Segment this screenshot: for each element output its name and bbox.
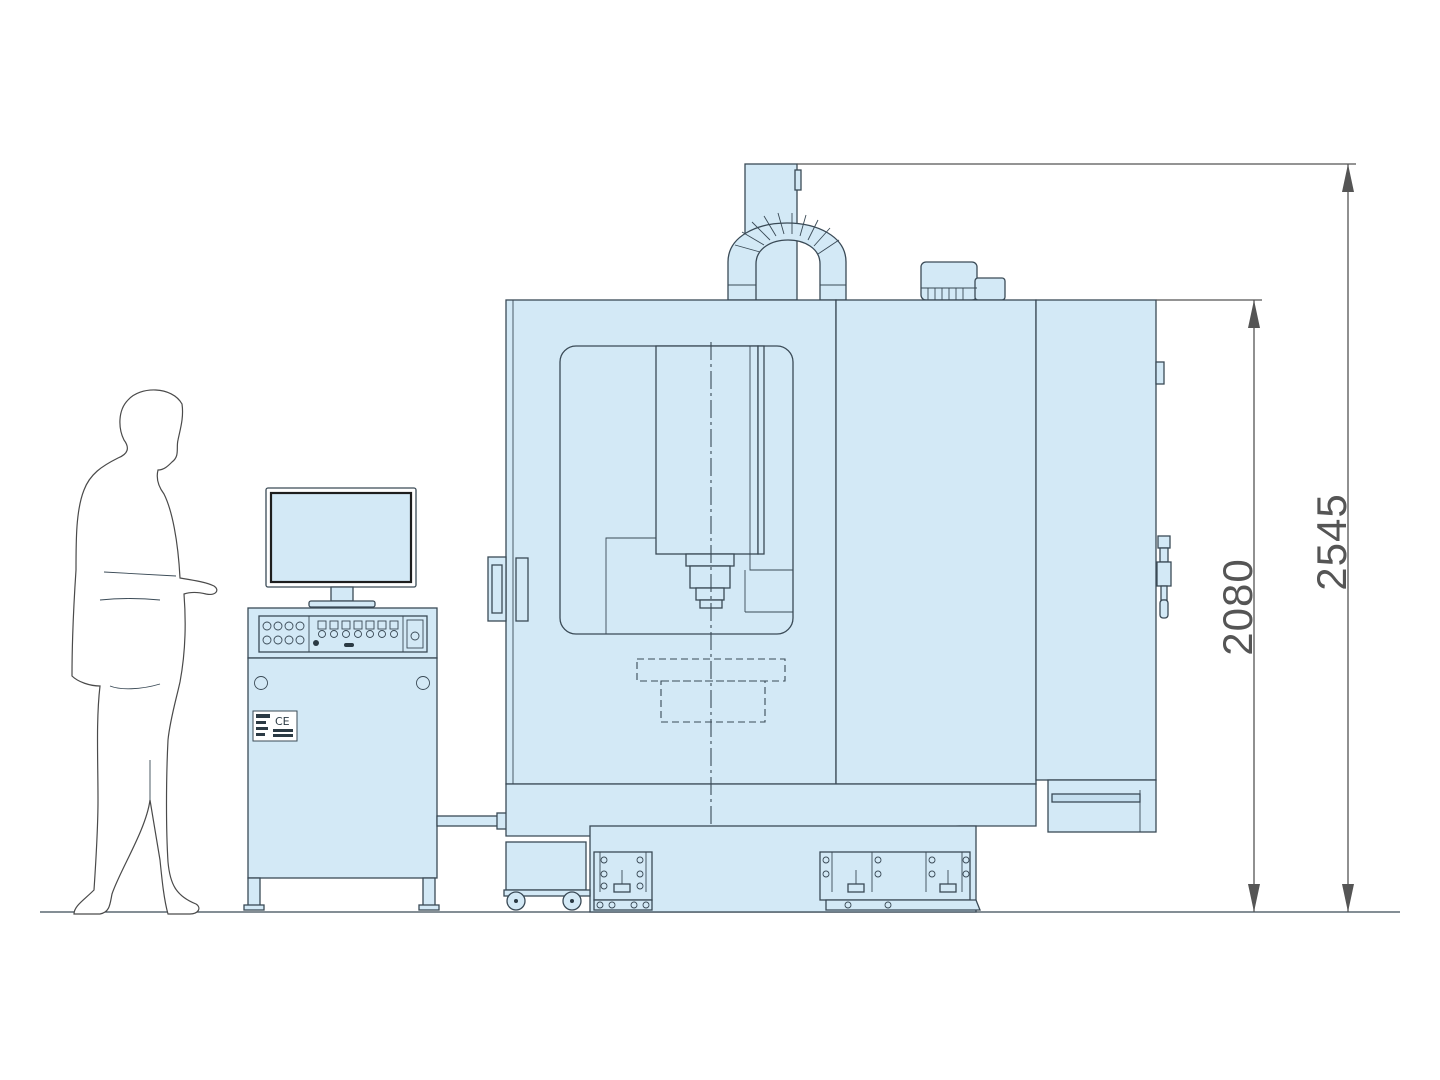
dimension-cabinet-height: 2080 [1214,558,1261,655]
cable-conduit [436,815,500,827]
coolant-tank-cart [503,841,591,911]
console-leg-right [422,877,436,909]
leveling-bracket-left [593,851,653,911]
air-regulator [1156,535,1172,619]
spindle-head [655,345,759,555]
console-buttons [262,619,424,649]
console-lock-left [254,676,268,690]
console-leg-left [247,877,261,909]
dimension-overall: 2545 [797,163,1356,912]
rating-plate: CE [252,710,298,742]
operator-figure-icon [71,389,218,915]
dimension-cabinet: 2080 [1156,299,1262,912]
console-lock-right [416,676,430,690]
console-control-panel [258,615,428,653]
console-cabinet [247,657,438,879]
monitor-screen [269,491,413,584]
ce-mark: CE [275,715,290,728]
control-console: CE [243,487,440,911]
side-switch [1155,361,1165,385]
monitor-foot [308,600,376,608]
dimension-overall-height: 2545 [1308,493,1355,590]
rear-lower-box [1047,779,1157,833]
door-handle-bar [515,557,529,622]
cable-chain [727,222,847,301]
machining-center [487,163,1172,913]
top-motor [920,261,1006,301]
enclosure-rear [1035,299,1157,781]
leveling-bracket-right [819,851,981,911]
monitor-stand [330,586,354,602]
enclosure-mid [835,299,1037,785]
